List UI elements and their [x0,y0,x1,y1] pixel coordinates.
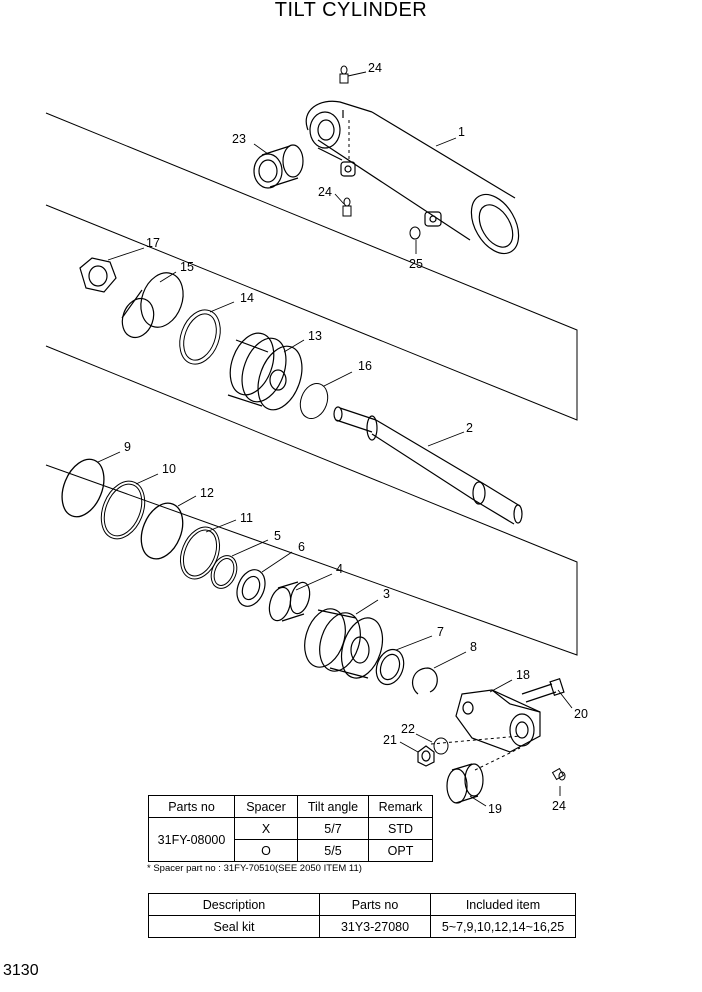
wear-ring-part [210,555,238,589]
piston-part [304,608,384,679]
callout-label: 2 [466,421,473,435]
snap-ring-part [411,667,438,695]
callout-label: 14 [240,291,254,305]
table-cell: 5/5 [297,839,369,862]
relation-line [430,735,521,745]
rod-bushing-part [121,272,184,339]
clevis-part [455,689,541,753]
callout-label: 22 [401,722,415,736]
grease-nipple-lower [551,767,566,781]
o-ring-16-part [299,383,329,419]
callout-label: 9 [124,440,131,454]
seal-kit-table: Description Parts no Included item Seal … [148,893,576,938]
washer-part [433,737,449,755]
bolt-part [521,678,565,703]
callout-label: 24 [552,799,566,813]
piston-ring-part [179,526,221,580]
clevis-bushing-part [446,763,484,804]
table-header: Tilt angle [297,795,369,818]
table-header: Parts no [148,795,235,818]
table-header-row: Description Parts no Included item [148,893,576,916]
guide-plane-upper [45,112,578,421]
table-cell: O [234,839,298,862]
cylinder-tube-part [305,100,520,255]
o-ring-9-part [61,458,105,518]
table-header: Parts no [319,893,431,916]
spacer-table: Parts no Spacer Tilt angle Remark 31FY-0… [148,795,433,862]
table-cell: OPT [368,839,433,862]
callout-label: 3 [383,587,390,601]
callout-label: 20 [574,707,588,721]
callout-label: 8 [470,640,477,654]
table-cell: 31Y3-27080 [319,915,431,938]
rod-cover-part [227,332,303,411]
callout-label: 24 [368,61,382,75]
table-cell: Seal kit [148,915,320,938]
callout-label: 7 [437,625,444,639]
table-cell: X [234,817,298,840]
callout-label: 13 [308,329,322,343]
callout-label: 15 [180,260,194,274]
table-row: Seal kit 31Y3-27080 5~7,9,10,12,14~16,25 [148,915,576,938]
piston-rod-part [333,406,523,525]
grease-nipple-top [339,65,349,84]
callout-label: 16 [358,359,372,373]
o-ring-12-part [140,502,184,560]
grease-nipple-left [342,197,352,217]
callout-label: 12 [200,486,214,500]
nut-part [79,257,117,293]
table-header: Included item [430,893,576,916]
table-cell: 5~7,9,10,12,14~16,25 [430,915,576,938]
callout-label: 1 [458,125,465,139]
page-title: TILT CYLINDER [274,0,428,21]
callout-label: 25 [409,257,423,271]
spacer-note: * Spacer part no : 31FY-70510(SEE 2050 I… [147,863,362,874]
bushing-part [253,144,304,189]
table-header: Remark [368,795,433,818]
callout-label: 10 [162,462,176,476]
callout-label: 6 [298,540,305,554]
seal-7-part [375,648,405,686]
o-ring-part [409,226,421,240]
callout-label: 5 [274,529,281,543]
lock-nut-part [417,745,435,767]
callout-label: 18 [516,668,530,682]
table-header-row: Parts no Spacer Tilt angle Remark [148,795,433,818]
table-header: Description [148,893,320,916]
table-cell: 5/7 [297,817,369,840]
callout-label: 11 [240,511,253,525]
callout-label: 23 [232,132,246,146]
backup-ring-part [100,480,146,540]
callout-label: 21 [383,733,397,747]
page-number: 3130 [3,962,39,979]
callout-label: 24 [318,185,332,199]
guide-plane-lower [45,345,578,656]
table-cell: 31FY-08000 [148,817,235,862]
seal-ring-part [179,309,221,365]
table-row: O 5/5 OPT [149,839,433,862]
callout-label: 4 [336,562,343,576]
spacer-part [268,581,311,622]
callout-label: 17 [146,236,160,250]
relation-line [474,747,521,771]
dust-wiper-part [236,569,266,607]
table-row: 31FY-08000 X 5/7 STD [148,817,433,862]
table-header: Spacer [234,795,298,818]
callout-label: 19 [488,802,502,816]
table-cell: STD [368,817,433,840]
